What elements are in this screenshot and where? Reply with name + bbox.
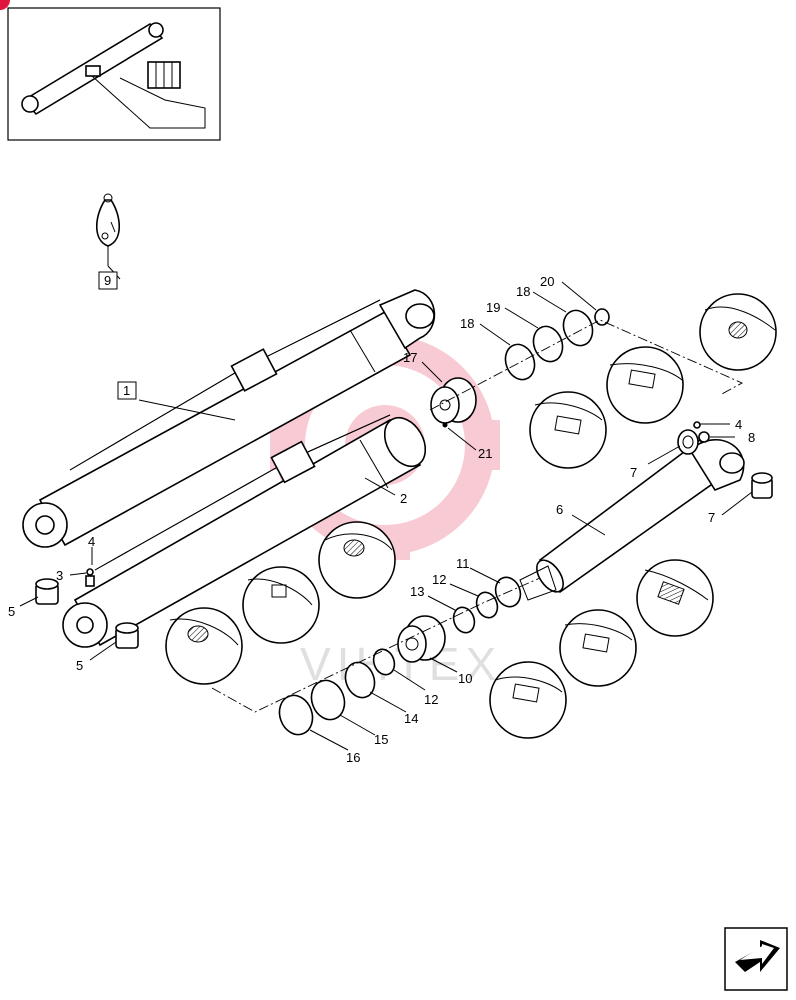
- overview-thumbnail: [7, 7, 221, 141]
- ring-19: [532, 325, 564, 363]
- detail-circle-c: [529, 391, 607, 469]
- bushing-7-left: [677, 429, 699, 455]
- rod-guide-10: [397, 615, 446, 663]
- callout-4b: 4: [735, 417, 742, 432]
- bushing-5-lower: [115, 622, 139, 649]
- callout-18b: 18: [516, 284, 530, 299]
- callout-7a: 7: [630, 465, 637, 480]
- callout-6: 6: [556, 502, 563, 517]
- callout-16: 16: [346, 750, 360, 765]
- ring-15: [310, 679, 346, 721]
- callout-14: 14: [404, 711, 418, 726]
- cylinder-assembly-1: [22, 289, 436, 548]
- callout-10: 10: [458, 671, 472, 686]
- detail-circle-h: [242, 566, 320, 644]
- callout-5b: 5: [76, 658, 83, 673]
- detail-circle-a: [699, 293, 777, 371]
- callout-3: 3: [56, 568, 63, 583]
- ring-18-lower: [504, 343, 536, 381]
- callout-12a: 12: [432, 572, 446, 587]
- seal-kit-bag-icon: [95, 193, 121, 266]
- detail-circle-d: [636, 559, 714, 637]
- detail-circles: [165, 293, 777, 739]
- callout-17: 17: [403, 350, 417, 365]
- callout-4a: 4: [88, 534, 95, 549]
- callout-20: 20: [540, 274, 554, 289]
- callout-8: 8: [748, 430, 755, 445]
- callout-19: 19: [486, 300, 500, 315]
- callout-2: 2: [400, 491, 407, 506]
- cylinder-assembly-2: [62, 414, 427, 648]
- grease-fitting: [85, 568, 95, 587]
- piston-rod-6: [519, 438, 745, 601]
- callout-21: 21: [478, 446, 492, 461]
- callout-1: 1: [117, 381, 137, 400]
- next-page-button[interactable]: [724, 927, 788, 991]
- detail-circle-f: [489, 661, 567, 739]
- detail-circle-e: [559, 609, 637, 687]
- ring-14: [344, 661, 376, 699]
- callout-5a: 5: [8, 604, 15, 619]
- callout-11: 11: [456, 556, 470, 571]
- next-page-arrow-icon: [735, 940, 780, 972]
- callout-18a: 18: [460, 316, 474, 331]
- callout-13: 13: [410, 584, 424, 599]
- leader-lines: [19, 265, 753, 751]
- bushing-7-right: [751, 472, 773, 499]
- callout-15: 15: [374, 732, 388, 747]
- detail-circle-b: [606, 346, 684, 424]
- ring-18-upper: [562, 309, 594, 347]
- callout-7b: 7: [708, 510, 715, 525]
- ring-13: [452, 606, 476, 634]
- bushing-5-upper: [35, 578, 59, 605]
- fitting-4-8: [693, 421, 710, 443]
- piston-17: [430, 377, 477, 428]
- callout-9: 9: [98, 271, 118, 290]
- callout-12b: 12: [424, 692, 438, 707]
- corner-marker-icon: [0, 0, 10, 10]
- ring-16: [278, 694, 314, 736]
- detail-circle-g: [318, 521, 396, 599]
- svg-text:1: 1: [123, 383, 130, 398]
- ring-20: [594, 308, 610, 326]
- detail-circle-i: [165, 607, 243, 685]
- svg-text:9: 9: [104, 273, 111, 288]
- ring-12-lower: [372, 648, 396, 676]
